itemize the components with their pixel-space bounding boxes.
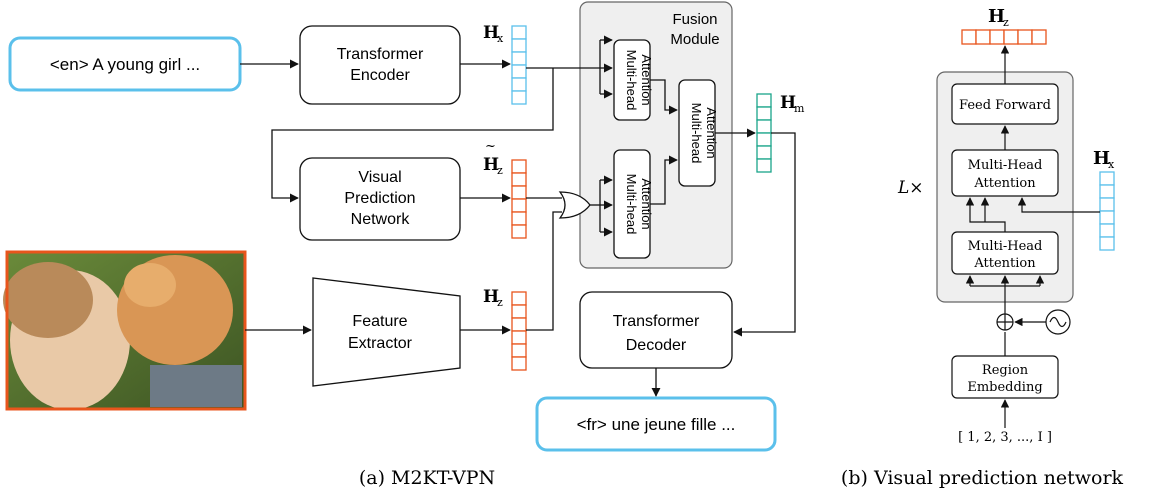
hx-input-vector — [1099, 171, 1115, 251]
source-text-box: <en> A young girl ... — [8, 36, 242, 92]
vpn-line2: Prediction — [344, 190, 415, 207]
attention-bottom-line2: Attention — [639, 178, 654, 229]
attention-mid-line2: Attention — [704, 107, 719, 158]
hx-input-label: H — [1093, 148, 1110, 169]
hx-label: H — [483, 23, 499, 43]
hz-tilde-mark: ~ — [485, 139, 496, 154]
target-text-box: <fr> une jeune fille ... — [535, 396, 777, 452]
mha-lower-line2: Attention — [973, 256, 1036, 271]
hz-tilde-label: H — [483, 155, 499, 175]
transformer-encoder-line1: Transformer — [337, 46, 424, 63]
feed-forward-label: Feed Forward — [959, 98, 1051, 113]
mha-lower-line1: Multi-Head — [968, 239, 1043, 254]
hz-output-label: H — [988, 6, 1005, 27]
hz-label: H — [483, 287, 499, 307]
hm-label: H — [780, 93, 796, 113]
fusion-module-line2: Module — [670, 31, 719, 48]
attention-top-line1: Multi-head — [624, 50, 639, 111]
transformer-decoder-line1: Transformer — [613, 313, 700, 330]
connectors-a — [240, 35, 796, 397]
hz-output-label-sub: z — [1003, 16, 1009, 29]
source-text: <en> A young girl ... — [50, 55, 200, 74]
input-image — [3, 250, 247, 411]
hz-vector — [511, 291, 527, 371]
vpn-line3: Network — [351, 211, 411, 228]
transformer-encoder-box: Transformer Encoder — [299, 25, 461, 105]
mha-upper-line2: Attention — [973, 176, 1036, 191]
feature-extractor-line1: Feature — [352, 313, 407, 330]
attention-box-top: Multi-head Attention — [613, 39, 654, 121]
hm-vector — [756, 93, 772, 173]
hx-vector — [511, 25, 527, 105]
index-list-label: [ 1, 2, 3, ..., I ] — [958, 430, 1052, 445]
hx-label-sub: x — [497, 32, 504, 45]
add-icon — [996, 313, 1014, 331]
target-text: <fr> une jeune fille ... — [577, 415, 736, 434]
feature-extractor-box: Feature Extractor — [312, 277, 461, 387]
or-gate-icon — [558, 191, 591, 219]
hz-output-vector — [961, 29, 1047, 45]
attention-mid-line1: Multi-head — [689, 103, 704, 164]
fusion-module-line1: Fusion — [672, 11, 717, 28]
transformer-decoder-line2: Decoder — [626, 337, 687, 354]
attention-top-line2: Attention — [639, 54, 654, 105]
mha-upper-box: Multi-Head Attention — [951, 149, 1059, 197]
attention-box-middle: Multi-head Attention — [678, 79, 719, 187]
hz-label-sub: z — [497, 296, 503, 309]
mha-upper-line1: Multi-Head — [968, 158, 1043, 173]
hm-label-sub: m — [794, 102, 805, 115]
region-embedding-box: Region Embedding — [951, 355, 1059, 399]
connectors-b — [965, 45, 1100, 428]
positional-encoding-icon — [1045, 309, 1071, 335]
caption-a: (a) M2KT-VPN — [359, 467, 495, 489]
vpn-line1: Visual — [358, 169, 401, 186]
visual-prediction-network-box: Visual Prediction Network — [299, 157, 461, 241]
caption-b: (b) Visual prediction network — [841, 467, 1124, 489]
transformer-decoder-box: Transformer Decoder — [579, 291, 733, 369]
feed-forward-box: Feed Forward — [951, 83, 1059, 125]
feature-extractor-line2: Extractor — [348, 335, 413, 352]
attention-box-bottom: Multi-head Attention — [613, 149, 654, 259]
transformer-encoder-line2: Encoder — [350, 67, 410, 84]
hz-tilde-label-sub: z — [497, 164, 503, 177]
mha-lower-box: Multi-Head Attention — [951, 231, 1059, 275]
hx-input-label-sub: x — [1108, 158, 1115, 171]
repeat-label: L× — [897, 178, 924, 198]
region-embedding-line1: Region — [982, 363, 1029, 378]
attention-bottom-line1: Multi-head — [624, 174, 639, 235]
hz-tilde-vector — [511, 159, 527, 239]
region-embedding-line2: Embedding — [967, 380, 1042, 395]
